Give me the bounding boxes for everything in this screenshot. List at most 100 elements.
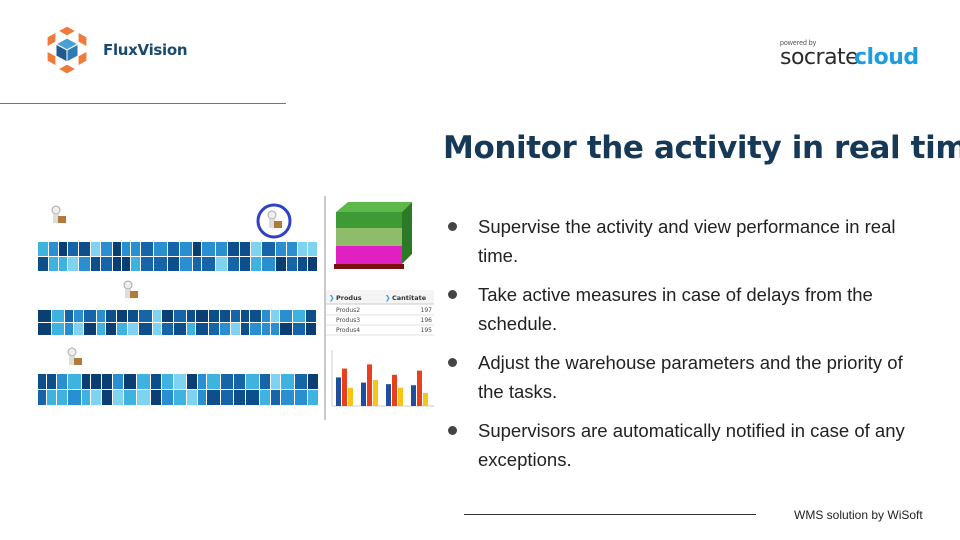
rack-cell	[187, 310, 195, 322]
rack-cell	[202, 257, 215, 271]
table-header: Produs	[336, 294, 362, 302]
rack-cell	[74, 310, 83, 322]
rack-cell	[306, 310, 316, 322]
rack-cell	[151, 390, 161, 405]
rack-cell	[68, 242, 78, 256]
rack-cell	[276, 242, 286, 256]
rack-cell	[308, 374, 318, 389]
powered-by-label: powered by	[780, 40, 817, 47]
rack-cell	[231, 310, 240, 322]
rack-cell	[187, 390, 197, 405]
rack-cell	[168, 257, 179, 271]
brand-name: FluxVision	[103, 41, 188, 59]
rack-cell	[139, 310, 152, 322]
rack-cell	[207, 374, 220, 389]
warehouse-illustration: ❯ Produs ❯ Cantitate Produs2 197 Produs3…	[38, 196, 434, 420]
rack-cell	[117, 323, 127, 335]
rack-cell	[250, 323, 261, 335]
footer-divider	[464, 514, 756, 515]
rack-cell	[241, 323, 249, 335]
rack-cell	[240, 242, 250, 256]
worker-icon	[123, 280, 138, 298]
svg-text:❯: ❯	[329, 294, 334, 302]
rack-cell	[198, 390, 206, 405]
list-item: Supervise the activity and view performa…	[448, 212, 928, 270]
table-cell: Produs2	[336, 307, 360, 314]
rack-cell	[271, 390, 280, 405]
rack-cell	[234, 374, 245, 389]
rack-cell	[131, 257, 140, 271]
chart-bar	[361, 382, 366, 406]
rack-cell	[260, 390, 270, 405]
rack-cell	[68, 257, 78, 271]
rack-cell	[308, 390, 318, 405]
rack-cell	[180, 257, 192, 271]
rack-cell	[38, 374, 46, 389]
rack-cell	[262, 323, 270, 335]
rack-cell	[154, 257, 167, 271]
rack-cell	[154, 242, 167, 256]
rack-cell	[220, 310, 230, 322]
rack-cell	[128, 323, 138, 335]
rack-cell	[91, 257, 100, 271]
rack-cell	[113, 257, 121, 271]
rack-cell	[174, 390, 186, 405]
svg-text:❯: ❯	[385, 294, 390, 302]
rack-cell	[65, 310, 73, 322]
rack-cell	[240, 257, 250, 271]
rack-cell	[298, 242, 307, 256]
bullet-icon	[448, 222, 457, 231]
rack-cell	[220, 323, 230, 335]
rack-cell	[47, 390, 56, 405]
rack-cell	[79, 257, 90, 271]
rack-cell	[137, 390, 150, 405]
rack-cell	[198, 374, 206, 389]
rack-cell	[306, 323, 316, 335]
rack-cell	[97, 310, 105, 322]
rack-cell	[106, 310, 116, 322]
list-item-text: Supervise the activity and view performa…	[478, 216, 896, 266]
chart-bar	[411, 385, 416, 406]
rack-cell	[102, 374, 112, 389]
rack-cell	[216, 257, 227, 271]
rack-cell	[49, 242, 58, 256]
rack-cell	[162, 374, 173, 389]
chart-bar	[336, 377, 341, 406]
rack-cell	[174, 323, 186, 335]
rack-cell	[122, 242, 130, 256]
rack-cell	[196, 323, 208, 335]
chart-bar	[392, 374, 397, 406]
rack-cell	[47, 374, 56, 389]
rack-cell	[174, 310, 186, 322]
rack-cell	[228, 242, 239, 256]
partner-word-2: cloud	[854, 45, 919, 70]
rack-cell	[82, 374, 90, 389]
rack-cell	[52, 310, 64, 322]
rack-cell	[65, 323, 73, 335]
rack-cell	[298, 257, 307, 271]
rack-cell	[209, 310, 219, 322]
rack-cell	[141, 257, 153, 271]
rack-cell	[38, 323, 51, 335]
rack-cell	[113, 374, 123, 389]
rack-cell	[52, 323, 64, 335]
rack-cell	[193, 257, 201, 271]
list-item-text: Supervisors are automatically notified i…	[478, 420, 905, 470]
feature-list: Supervise the activity and view performa…	[448, 212, 928, 484]
rack-cell	[280, 323, 292, 335]
rack-cell	[168, 242, 179, 256]
rack-cell	[187, 374, 197, 389]
rack-cell	[102, 390, 112, 405]
rack-cell	[38, 257, 48, 271]
rack-cell	[293, 310, 305, 322]
rack-cell	[281, 374, 294, 389]
rack-cell	[193, 242, 201, 256]
rack-cell	[139, 323, 152, 335]
rack-cell	[124, 390, 136, 405]
rack-cell	[308, 242, 317, 256]
rack-cell	[251, 257, 261, 271]
rack-cell	[38, 310, 51, 322]
chart-bar	[342, 368, 347, 406]
rack-cell	[57, 374, 67, 389]
rack-cell	[141, 242, 153, 256]
